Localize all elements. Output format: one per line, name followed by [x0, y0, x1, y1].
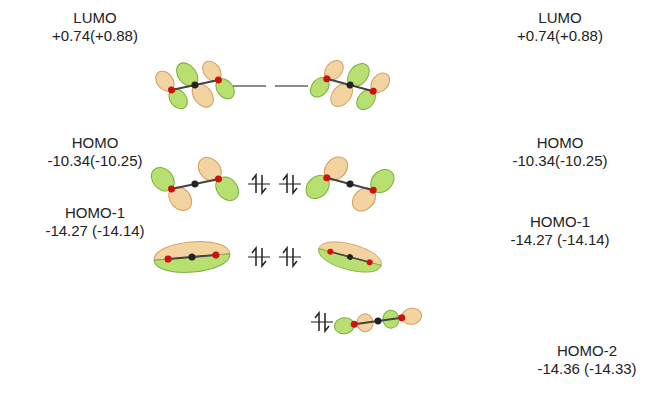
orbital-energy: -10.34(-10.25) — [47, 152, 142, 170]
orbital-energy: -14.27 (-14.14) — [510, 231, 609, 249]
orbital-name: LUMO — [73, 9, 116, 27]
orbital-name: HOMO-2 — [557, 342, 617, 360]
orbital-name: HOMO — [72, 134, 119, 152]
orbital-energy: +0.74(+0.88) — [517, 27, 603, 45]
orbital-name: LUMO — [538, 9, 581, 27]
orbital-energy: -10.34(-10.25) — [512, 152, 607, 170]
orbital-name: HOMO — [537, 134, 584, 152]
orbital-name: HOMO-1 — [65, 204, 125, 222]
orbital-energy: -14.27 (-14.14) — [45, 222, 144, 240]
orbital-name: HOMO-1 — [530, 213, 590, 231]
orbital-energy: -14.36 (-14.33) — [537, 360, 636, 378]
orbital-energy: +0.74(+0.88) — [52, 27, 138, 45]
